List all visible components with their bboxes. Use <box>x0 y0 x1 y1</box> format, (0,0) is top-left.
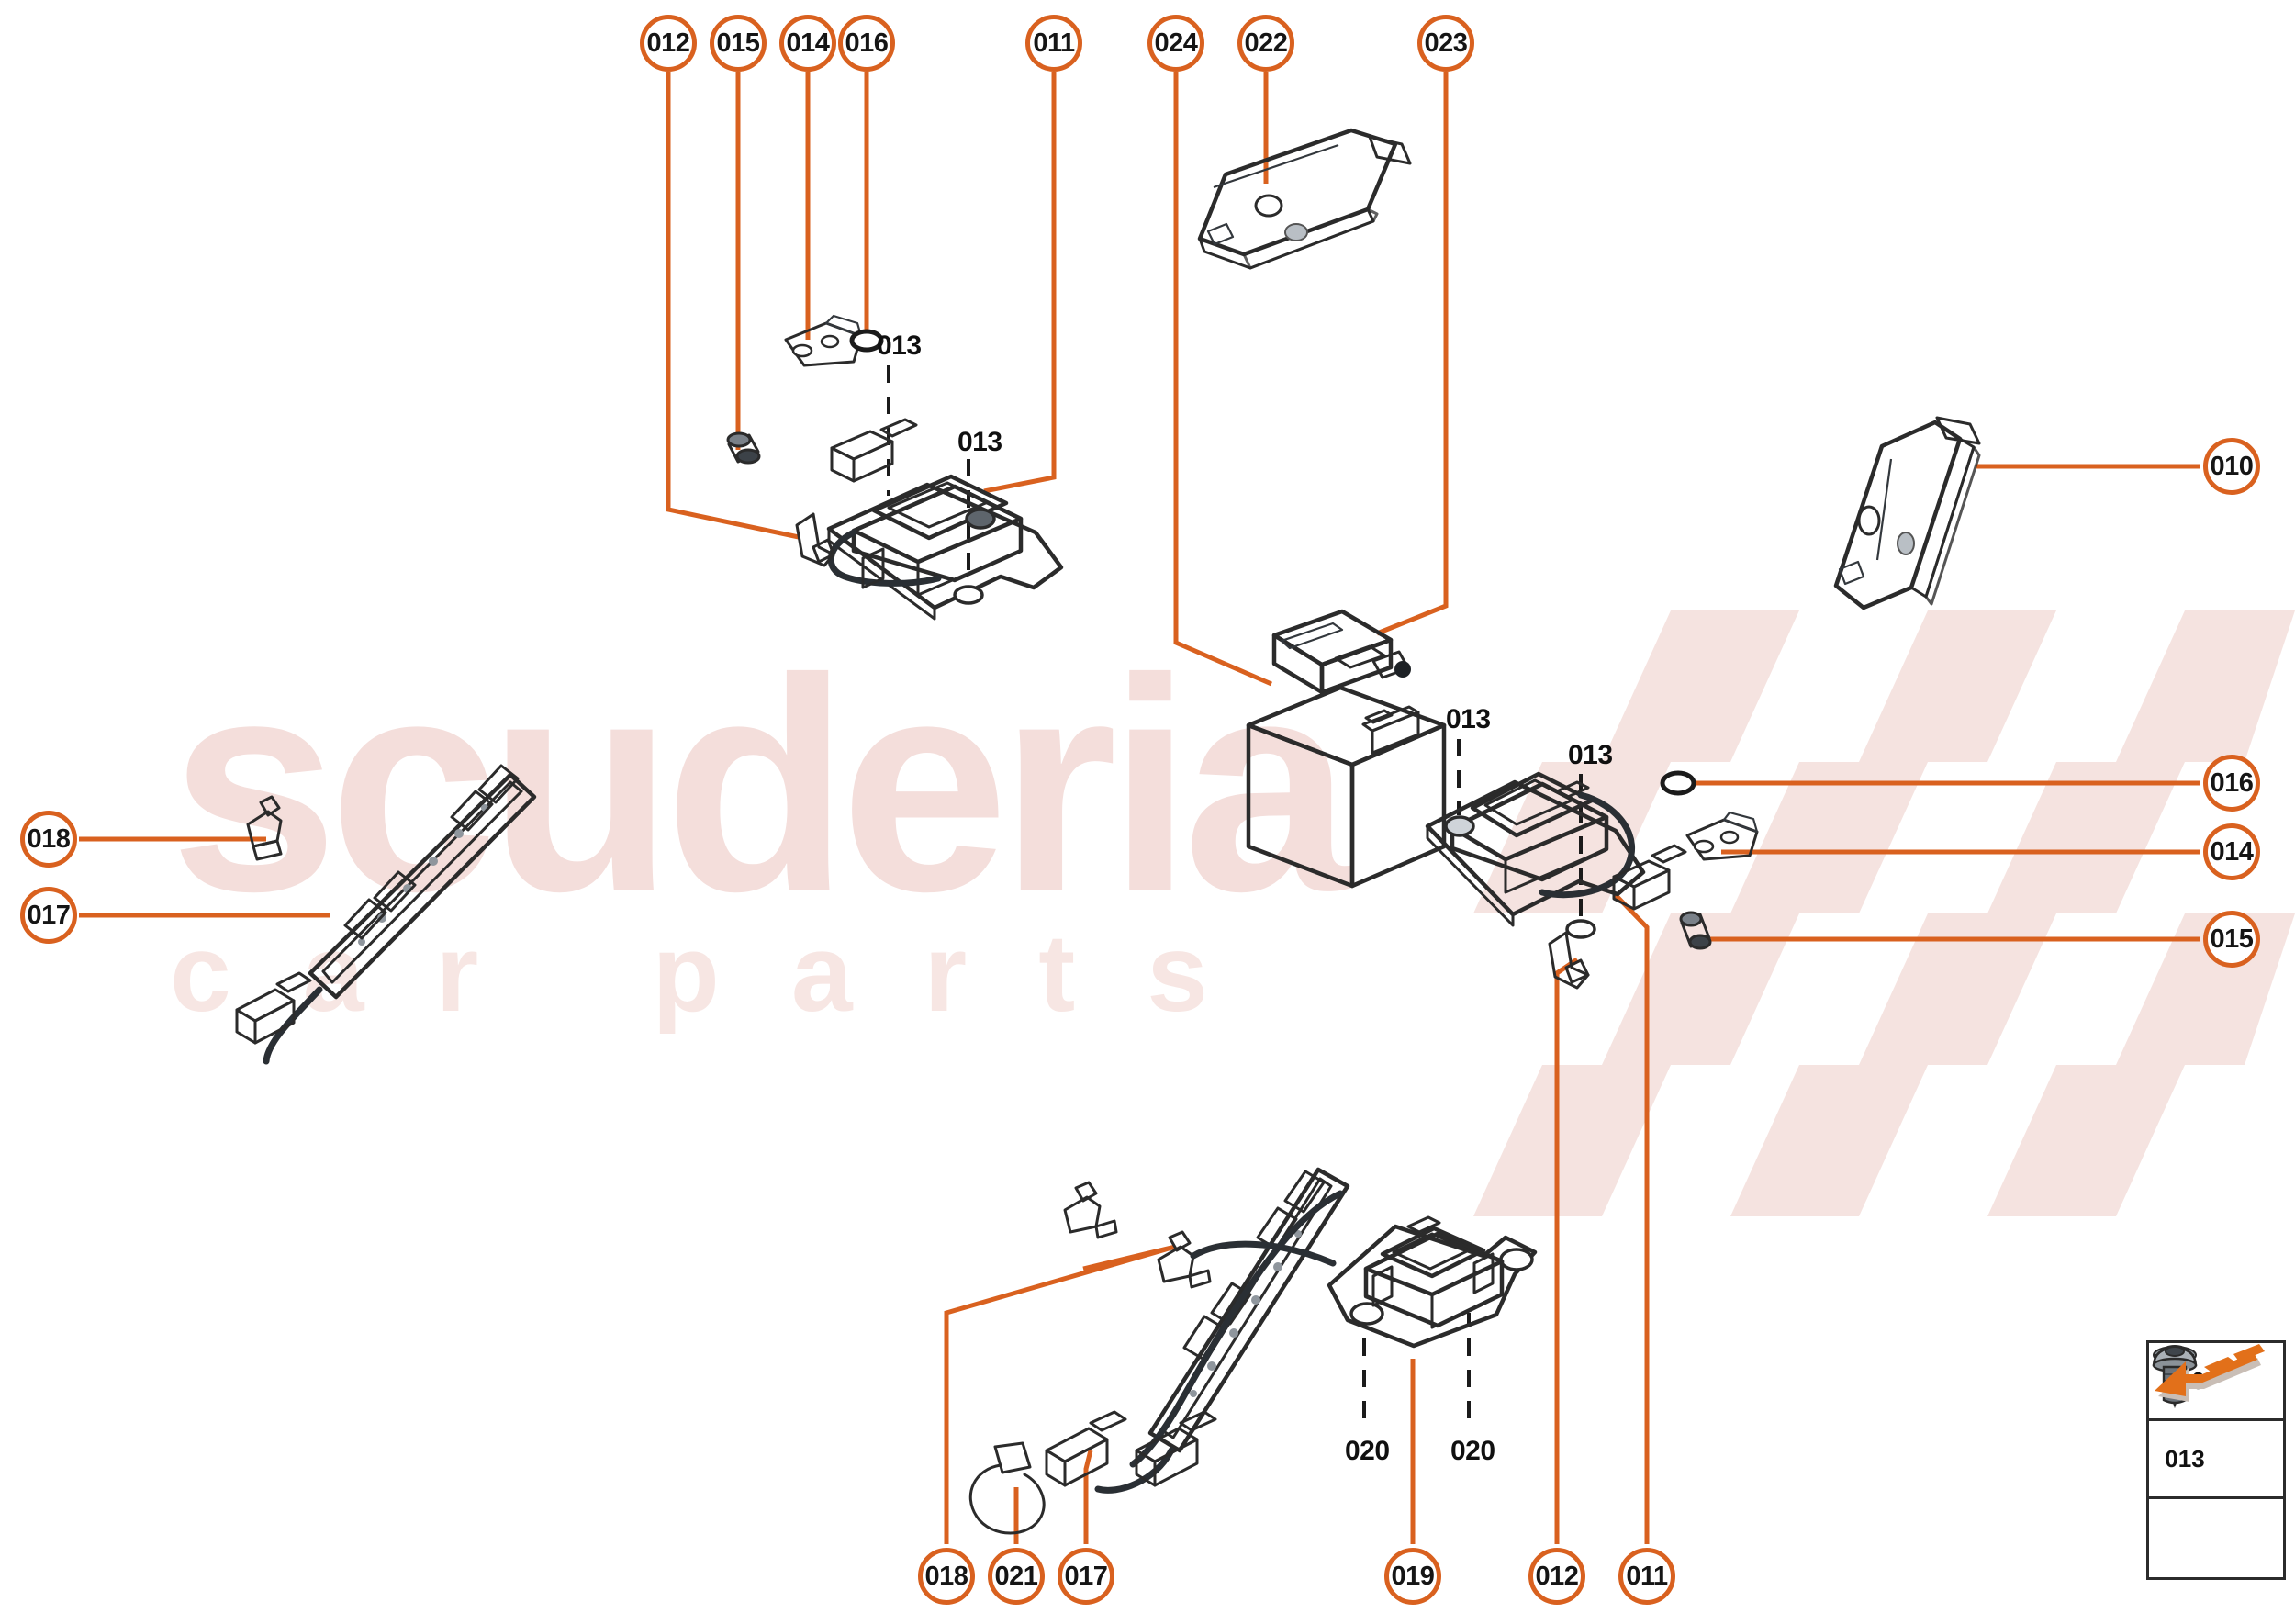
label-020-left: 020 <box>1345 1436 1390 1466</box>
legend-row-013[interactable]: 013 <box>2149 1346 2283 1499</box>
callout-019-bottom[interactable]: 019 <box>1384 1548 1441 1605</box>
callout-018-left[interactable]: 018 <box>20 811 77 868</box>
label-013-lower-right: 013 <box>1568 740 1613 770</box>
callout-024-top[interactable]: 024 <box>1148 15 1204 72</box>
part-012-retaining-clip-lower <box>1548 931 1590 990</box>
part-019-impact-sensor-bracket <box>1190 1215 1538 1349</box>
callout-015-right[interactable]: 015 <box>2203 911 2260 968</box>
callout-023-top[interactable]: 023 <box>1417 15 1474 72</box>
legend-row-direction[interactable] <box>2149 1344 2283 1577</box>
part-017-sensor-strip-bottom <box>1045 1167 1350 1494</box>
callout-022-top[interactable]: 022 <box>1237 15 1294 72</box>
callout-014-top[interactable]: 014 <box>779 15 836 72</box>
callout-010-right[interactable]: 010 <box>2203 438 2260 495</box>
label-013-lower-left: 013 <box>1446 704 1491 734</box>
part-024-relay-box-module <box>1246 685 1447 889</box>
part-014-bracket-plate-right <box>1685 811 1759 861</box>
part-011-airbag-control-module-lower <box>1425 771 1687 939</box>
callout-012-top[interactable]: 012 <box>640 15 697 72</box>
label-013-upper-oring: 013 <box>877 330 922 361</box>
callout-017-bottom[interactable]: 017 <box>1058 1548 1114 1605</box>
part-015-rubber-grommet-right <box>1679 911 1712 950</box>
part-010-side-trim-rail-right <box>1833 416 1981 610</box>
part-011-airbag-control-module-upper <box>826 418 1064 621</box>
callout-015-top[interactable]: 015 <box>710 15 767 72</box>
part-023-pressure-sensor <box>1271 609 1411 695</box>
part-016-o-ring-upper <box>849 329 884 353</box>
callout-018-bottom[interactable]: 018 <box>918 1548 975 1605</box>
label-013-upper-module: 013 <box>957 427 1002 457</box>
part-021-cable-clamp-ring <box>968 1441 1046 1535</box>
part-018-mounting-stud-bottom-2 <box>1157 1230 1212 1289</box>
part-018-mounting-stud-bottom-1 <box>1063 1181 1118 1239</box>
legend-box: 020 013 <box>2146 1340 2286 1580</box>
part-017-sensor-strip-left <box>235 764 537 1065</box>
callout-011-bottom[interactable]: 011 <box>1618 1548 1675 1605</box>
part-015-rubber-grommet-upper <box>726 431 761 465</box>
callout-011-top[interactable]: 011 <box>1025 15 1082 72</box>
part-016-o-ring-right <box>1660 770 1696 796</box>
legend-label-013: 013 <box>2165 1444 2205 1473</box>
callout-014-right[interactable]: 014 <box>2203 823 2260 880</box>
callout-012-bottom[interactable]: 012 <box>1528 1548 1585 1605</box>
callout-016-top[interactable]: 016 <box>838 15 895 72</box>
part-012-retaining-clip-upper <box>795 512 835 567</box>
checkered-flag-watermark <box>1473 610 2295 1216</box>
callout-016-right[interactable]: 016 <box>2203 755 2260 812</box>
callout-021-bottom[interactable]: 021 <box>988 1548 1045 1605</box>
callout-017-left[interactable]: 017 <box>20 887 77 944</box>
part-018-mounting-stud-left <box>246 795 283 861</box>
part-022-side-trim-rail-left <box>1197 128 1412 270</box>
label-020-right: 020 <box>1450 1436 1495 1466</box>
